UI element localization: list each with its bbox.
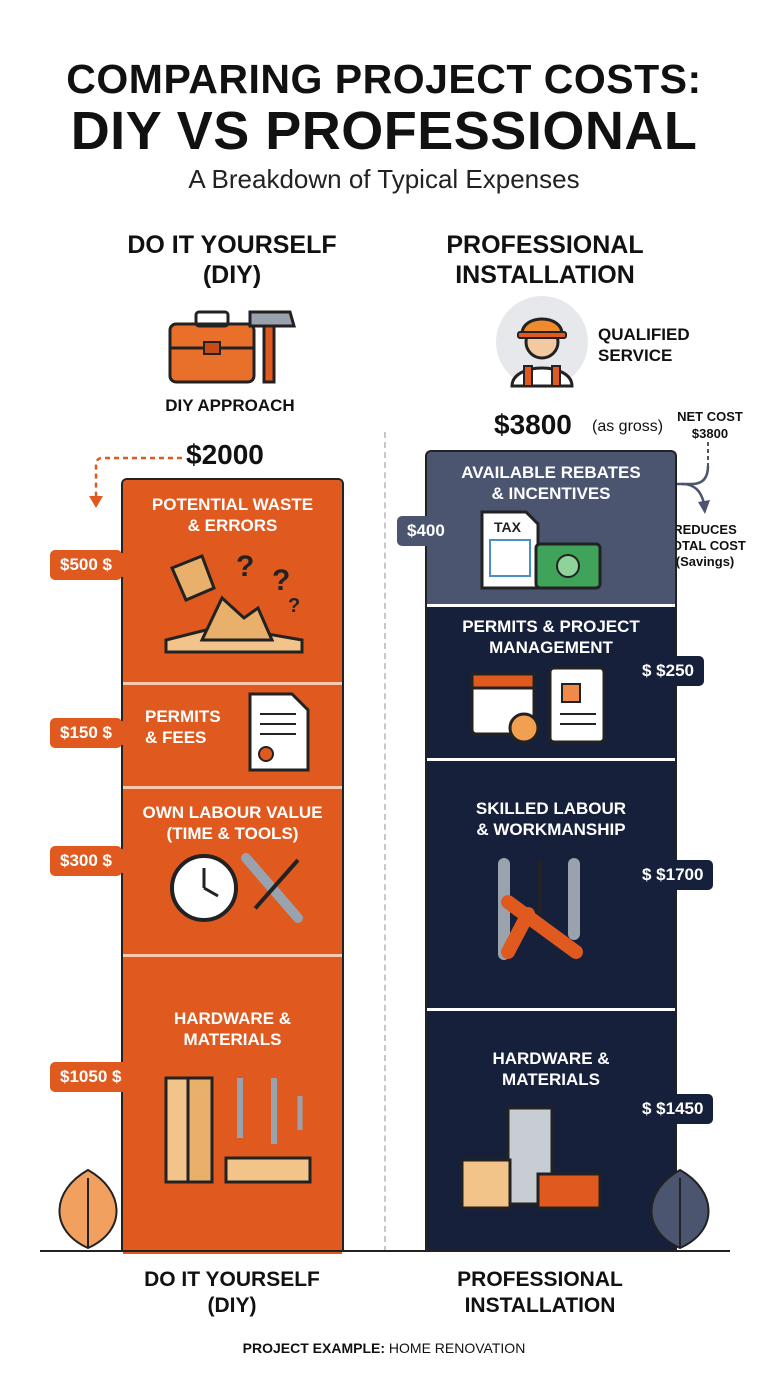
- pro-segment-label-2: PERMITS & PROJECT MANAGEMENT: [462, 617, 640, 657]
- pro-total-note: (as gross): [592, 418, 664, 435]
- worker-avatar-icon: [496, 296, 588, 388]
- diy-value-tag-2: $150 $: [50, 718, 122, 748]
- diy-value-tag-4: $1050 $: [50, 1062, 132, 1092]
- diy-segment-label-1: POTENTIAL WASTE & ERRORS: [151, 495, 314, 535]
- pro-value-tag-4: $ $1450: [632, 1094, 714, 1124]
- diy-value-tag-1: $500 $: [50, 550, 122, 580]
- diy-value-tag-3: $300 $: [50, 846, 122, 876]
- net-cost-label: NET COST $3800: [677, 409, 743, 441]
- pro-value-tag-3: $ $1700: [632, 860, 714, 890]
- qualified-service-label: QUALIFIED SERVICE: [598, 325, 690, 365]
- pro-tools-icon: [498, 858, 583, 960]
- project-example-value: HOME RENOVATION: [388, 1340, 526, 1356]
- diy-total: $2000: [186, 439, 264, 470]
- diy-footer-heading: DO IT YOURSELF (DIY): [144, 1268, 320, 1317]
- page-title-line1: COMPARING PROJECT COSTS:: [66, 56, 702, 102]
- page-subtitle: A Breakdown of Typical Expenses: [188, 164, 580, 194]
- leaf-decoration-right-icon: [650, 1168, 710, 1250]
- page-title-line2: DIY VS PROFESSIONAL: [70, 101, 698, 161]
- pro-segment-label-1: AVAILABLE REBATES & INCENTIVES: [461, 463, 641, 503]
- tax-money-icon: TAX: [480, 510, 602, 590]
- svg-text:?: ?: [272, 564, 290, 597]
- calendar-clipboard-icon: [470, 666, 606, 744]
- diy-heading: DO IT YOURSELF (DIY): [127, 231, 337, 289]
- diy-segment-label-4: HARDWARE & MATERIALS: [173, 1009, 292, 1049]
- svg-text:?: ?: [236, 550, 254, 583]
- diy-total-arrow-icon: [89, 456, 182, 508]
- pro-value-tag-1: $400: [397, 516, 455, 546]
- leaf-decoration-left-icon: [58, 1168, 118, 1250]
- diy-segment-label-2: PERMITS & FEES: [145, 707, 221, 747]
- diy-segment-label-3: OWN LABOUR VALUE (TIME & TOOLS): [142, 803, 323, 843]
- clock-tools-icon: [170, 853, 303, 931]
- toolbox-hammer-icon: [168, 310, 296, 384]
- svg-text:?: ?: [288, 595, 300, 617]
- pro-footer-heading: PROFESSIONAL INSTALLATION: [457, 1268, 623, 1317]
- diy-segment-4: [123, 954, 342, 1254]
- pro-value-tag-2: $ $250: [632, 656, 704, 686]
- project-example-footer: PROJECT EXAMPLE: HOME RENOVATION: [0, 1340, 768, 1356]
- document-icon: [248, 692, 310, 772]
- column-divider: [384, 432, 386, 1252]
- pro-total: $3800: [494, 409, 572, 440]
- pro-segment-label-3: SKILLED LABOUR & WORKMANSHIP: [475, 799, 627, 839]
- waste-errors-icon: ? ? ?: [164, 550, 304, 654]
- wood-screws-icon: [164, 1076, 312, 1184]
- diy-approach-label: DIY APPROACH: [165, 396, 295, 415]
- svg-text:TAX: TAX: [494, 519, 522, 535]
- pro-heading: PROFESSIONAL INSTALLATION: [446, 231, 644, 289]
- project-example-prefix: PROJECT EXAMPLE:: [242, 1340, 386, 1356]
- pro-materials-icon: [460, 1106, 602, 1210]
- chart-baseline: [40, 1250, 730, 1252]
- pro-segment-label-4: HARDWARE & MATERIALS: [492, 1049, 610, 1089]
